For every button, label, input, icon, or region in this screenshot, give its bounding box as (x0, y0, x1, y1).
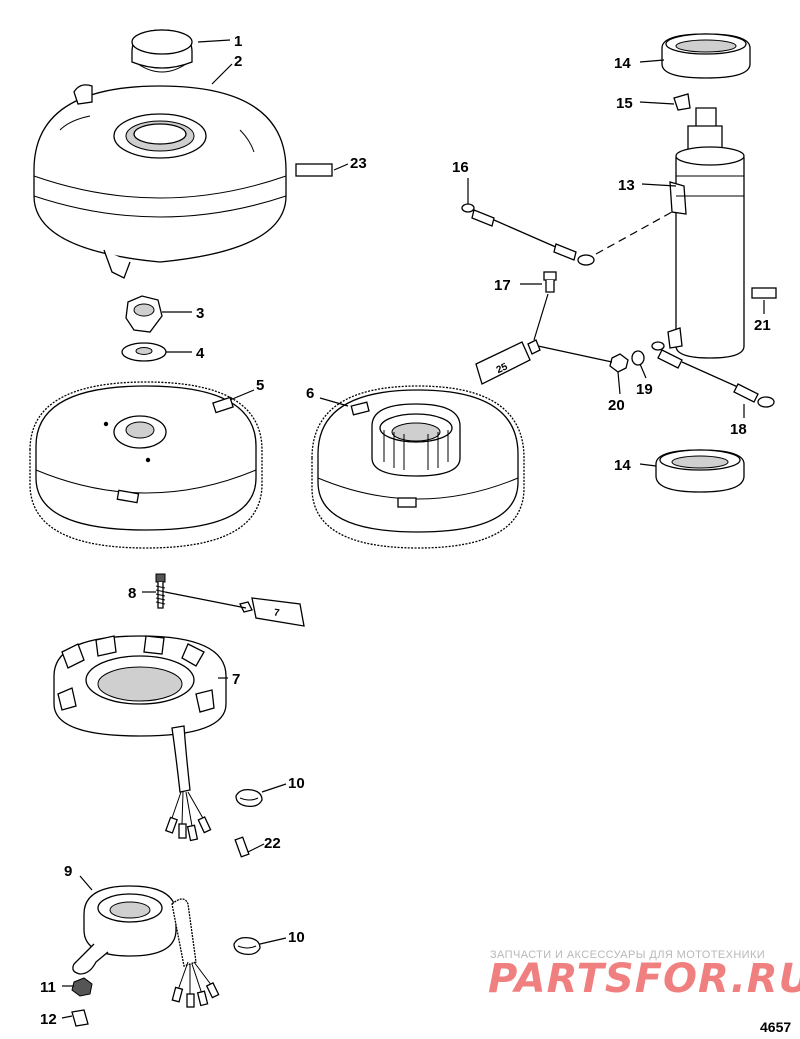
part-bolt-17 (543, 271, 557, 293)
part-clip-10b (233, 936, 261, 956)
callout-labels: 1 2 3 4 5 6 7 8 9 10 10 11 12 13 14 14 1… (40, 33, 771, 1028)
part-stator (53, 635, 227, 737)
callout-18: 18 (730, 421, 747, 438)
callout-20: 20 (608, 397, 625, 414)
part-washer (121, 342, 167, 362)
callout-17: 17 (494, 277, 511, 294)
part-decal-23 (295, 163, 333, 177)
part-flywheel-cover (33, 84, 287, 279)
callout-10a: 10 (288, 775, 305, 792)
part-sealant-tube-7 (239, 597, 305, 627)
part-starter-motor (667, 107, 745, 359)
part-bushing-14-top (661, 33, 751, 79)
callout-14a: 14 (614, 55, 631, 72)
figure-number: 4657 (760, 1019, 791, 1035)
callout-1: 1 (234, 33, 242, 50)
part-washer-19 (631, 350, 645, 366)
callout-23: 23 (350, 155, 367, 172)
part-sealant-tube-25 (475, 339, 541, 385)
callout-12: 12 (40, 1011, 57, 1028)
part-nut-20 (609, 353, 629, 373)
watermark-brand: PARTSFOR.RU (488, 956, 800, 1002)
part-flywheel-cup (311, 385, 525, 549)
callout-22: 22 (264, 835, 281, 852)
part-pin-22 (234, 836, 250, 858)
part-decal-21 (751, 287, 777, 299)
callout-8: 8 (128, 585, 136, 602)
callout-10b: 10 (288, 929, 305, 946)
part-cap-12 (71, 1009, 89, 1027)
callout-2: 2 (234, 53, 242, 70)
callout-15: 15 (616, 95, 633, 112)
part-flywheel (29, 381, 263, 549)
part-screw (155, 573, 166, 609)
callout-14b: 14 (614, 457, 631, 474)
callout-6: 6 (306, 385, 314, 402)
tube-label-25: 25 (495, 361, 510, 376)
callout-13: 13 (618, 177, 635, 194)
part-cable-18 (651, 341, 775, 408)
part-clip-15 (673, 93, 691, 111)
callout-21: 21 (754, 317, 771, 334)
callout-3: 3 (196, 305, 204, 322)
part-bushing-14-bottom (655, 449, 745, 493)
part-stator-wires (164, 725, 212, 842)
part-clip-10a (235, 788, 263, 808)
part-nut (125, 295, 163, 333)
leader-lines (61, 39, 765, 1019)
part-nut-11 (71, 977, 93, 997)
callout-9: 9 (64, 863, 72, 880)
callout-11: 11 (40, 979, 56, 996)
part-coil (72, 885, 220, 1008)
part-cable-16 (461, 203, 595, 266)
callout-16: 16 (452, 159, 469, 176)
callout-7: 7 (232, 671, 240, 688)
callout-4: 4 (196, 345, 205, 362)
tube-label-7: 7 (273, 607, 280, 619)
callout-19: 19 (636, 381, 653, 398)
watermark-tagline: ЗАПЧАСТИ И АКСЕССУАРЫ ДЛЯ МОТОТЕХНИКИ (490, 949, 765, 961)
callout-5: 5 (256, 377, 264, 394)
part-cap (131, 29, 193, 73)
